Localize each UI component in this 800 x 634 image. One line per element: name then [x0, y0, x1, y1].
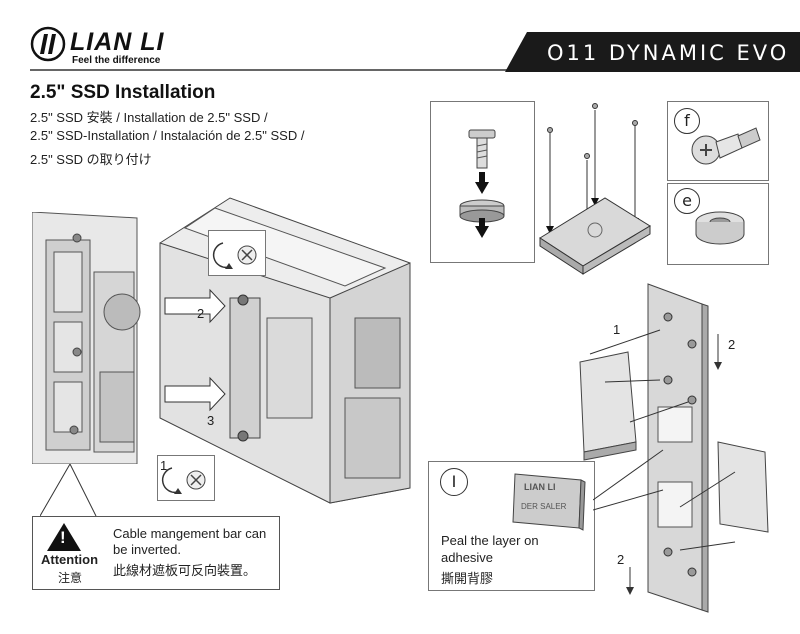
- adhesive-pad-icon: [512, 473, 586, 531]
- header-divider: [30, 69, 530, 71]
- subtitle-line-3: 2.5" SSD の取り付け: [30, 152, 152, 167]
- model-banner: O11 DYNAMIC EVO: [505, 32, 800, 72]
- ssd-bottom-mount-diagram: [539, 103, 651, 275]
- brand-logo: LIAN LI Feel the difference: [30, 26, 170, 66]
- callout-pointer: [40, 463, 97, 517]
- screw-part-marker: f: [674, 108, 700, 134]
- rotate-screw-icon: [161, 467, 206, 494]
- peel-instruction-zh: 撕開背膠: [441, 571, 494, 586]
- warning-mark: !: [60, 528, 66, 547]
- loosen-screw-inset-2: [157, 455, 215, 501]
- loosen-screw-inset-1: [208, 230, 266, 276]
- lianli-emblem-icon: [30, 26, 66, 62]
- pad-text-2: DER SALER: [521, 502, 567, 511]
- rotate-screw-icon: [212, 242, 257, 269]
- brand-name: LIAN LI: [70, 28, 165, 56]
- bracket-step-2b-label: 2: [617, 552, 625, 567]
- subtitle-line-1: 2.5" SSD 安裝 / Installation de 2.5" SSD /: [30, 110, 268, 125]
- warning-icon: [47, 523, 81, 551]
- bracket-step-1-label: 1: [613, 322, 621, 337]
- screw-assembly-illustration: [459, 129, 505, 238]
- ssd-bracket-diagram: [579, 283, 769, 613]
- spacer-icon: [695, 211, 745, 245]
- attention-label-zh: 注意: [58, 571, 83, 585]
- brand-tagline: Feel the difference: [72, 55, 161, 66]
- attention-label: Attention: [41, 552, 99, 567]
- cable-bar-closeup: [32, 212, 141, 464]
- peel-callout-lines: [593, 449, 664, 511]
- step-2-label: 2: [197, 306, 205, 321]
- screw-spacer-closeup: [430, 101, 535, 263]
- model-name: O11 DYNAMIC EVO: [547, 41, 790, 65]
- spacer-part-box: e: [667, 183, 769, 265]
- adhesive-peel-box: I LIAN LI DER SALER Peal the layer on ad…: [428, 461, 595, 591]
- step-3-label: 3: [207, 413, 215, 428]
- peel-instruction: Peal the layer on adhesive: [441, 533, 539, 565]
- attention-note-zh: 此線材遮板可反向裝置。: [113, 563, 257, 578]
- peel-marker: I: [440, 468, 468, 496]
- attention-box: ! Attention 注意 Cable mangement bar can b…: [32, 516, 280, 590]
- pad-text-1: LIAN LI: [524, 482, 556, 492]
- attention-note: Cable mangement bar can be inverted.: [113, 526, 267, 557]
- screw-part-box: f: [667, 101, 769, 181]
- inset-step-1-label: 1: [160, 458, 168, 473]
- spacer-part-marker: e: [674, 188, 700, 214]
- subtitle-line-2: 2.5" SSD-Installation / Instalación de 2…: [30, 128, 305, 143]
- screw-icon: [691, 127, 761, 165]
- bracket-step-2-label: 2: [728, 337, 736, 352]
- page-title: 2.5" SSD Installation: [30, 82, 216, 103]
